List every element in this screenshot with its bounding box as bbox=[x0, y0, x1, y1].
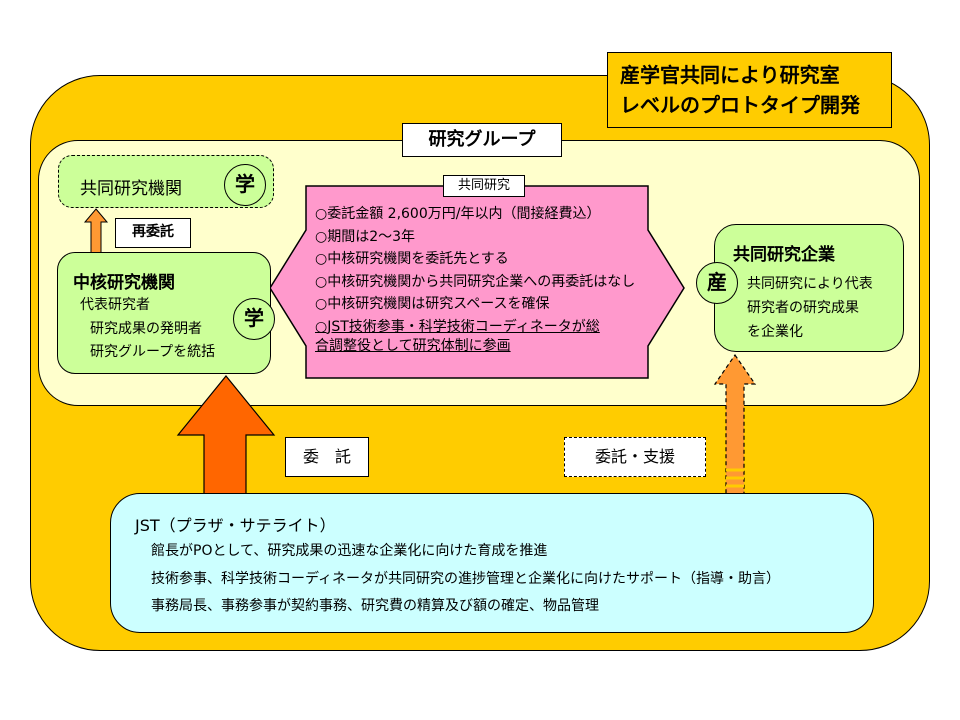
resubcontract-label: 再委託 bbox=[115, 218, 191, 248]
core-institution-item-1: 研究成果の発明者 bbox=[90, 321, 202, 337]
condition-line-1: ○委託金額 2,600万円/年以内（間接経費込） bbox=[315, 206, 601, 222]
joint-research-label: 共同研究 bbox=[443, 175, 525, 197]
joint-company-description: 共同研究により代表 研究者の研究成果 を企業化 bbox=[747, 272, 873, 344]
core-institution-role: 代表研究者 bbox=[80, 297, 150, 313]
title-line-2: レベルのプロトタイプ開発 bbox=[620, 93, 860, 117]
title-box: 産学官共同により研究室 レベルのプロトタイプ開発 bbox=[607, 52, 892, 128]
industry-badge: 産 bbox=[696, 262, 738, 304]
joint-institution-label: 共同研究機関 bbox=[80, 179, 182, 199]
jst-line-2: 技術参事、科学技術コーディネータが共同研究の進捗管理と企業化に向けたサポート（指… bbox=[151, 571, 781, 587]
title-line-1: 産学官共同により研究室 bbox=[620, 63, 840, 87]
consignment-support-label: 委託・支援 bbox=[564, 437, 706, 477]
consignment-arrow bbox=[176, 375, 276, 495]
condition-line-3: ○中核研究機関を委託先とする bbox=[315, 251, 509, 267]
jst-box bbox=[110, 493, 874, 633]
joint-research-double-arrow bbox=[269, 185, 685, 379]
joint-company-line-1: 共同研究により代表 bbox=[747, 276, 873, 292]
jst-line-3: 事務局長、事務参事が契約事務、研究費の精算及び額の確定、物品管理 bbox=[151, 598, 599, 614]
condition-line-5: ○中核研究機関は研究スペースを確保 bbox=[315, 296, 550, 312]
jst-title: JST（プラザ・サテライト） bbox=[135, 516, 336, 535]
joint-company-line-3: を企業化 bbox=[747, 324, 803, 340]
academia-badge-joint: 学 bbox=[224, 164, 266, 206]
research-group-label: 研究グループ bbox=[402, 123, 562, 157]
condition-line-7: 合調整役として研究体制に参画 bbox=[315, 338, 511, 354]
joint-research-conditions: ○委託金額 2,600万円/年以内（間接経費込） ○期間は2～3年 ○中核研究機… bbox=[315, 203, 635, 358]
resubcontract-arrow bbox=[83, 208, 109, 255]
jst-line-1: 館長がPOとして、研究成果の迅速な企業化に向けた育成を推進 bbox=[151, 543, 548, 559]
condition-line-2: ○期間は2～3年 bbox=[315, 228, 416, 245]
condition-line-4: ○中核研究機関から共同研究企業への再委託はなし bbox=[315, 273, 636, 290]
support-arrow bbox=[713, 353, 757, 495]
core-institution-title: 中核研究機関 bbox=[73, 273, 175, 293]
academia-badge-core: 学 bbox=[233, 298, 275, 340]
core-institution-item-2: 研究グループを統括 bbox=[90, 344, 216, 360]
consignment-label: 委 託 bbox=[285, 437, 369, 477]
condition-line-6: ○JST技術参事・科学技術コーディネータが総 bbox=[315, 318, 600, 335]
joint-company-title: 共同研究企業 bbox=[733, 245, 835, 265]
joint-company-line-2: 研究者の研究成果 bbox=[747, 300, 859, 316]
